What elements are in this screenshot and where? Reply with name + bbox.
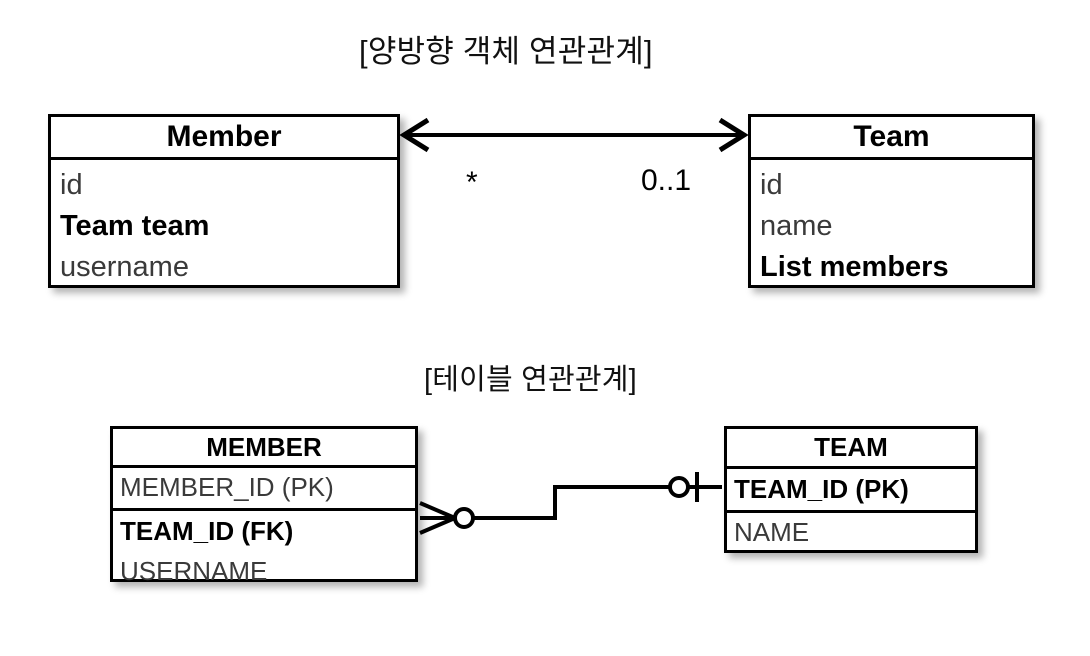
multiplicity-left: * (466, 166, 478, 199)
class-field: id (760, 169, 783, 201)
class-fields-team: id name List members (751, 160, 1032, 288)
table-column: MEMBER_ID (PK) (113, 468, 415, 511)
class-field: name (760, 210, 833, 242)
crowsfoot-many-icon (419, 501, 456, 535)
table-column: USERNAME (120, 556, 268, 586)
class-field: Team team (60, 210, 210, 242)
table-column: TEAM_ID (PK) (727, 469, 975, 513)
class-box-member: Member id Team team username (48, 114, 400, 288)
class-fields-member: id Team team username (51, 160, 397, 288)
relationship-line (472, 485, 670, 520)
object-diagram-title: [양방향 객체 연관관계] (359, 34, 653, 69)
table-box-team: TEAM TEAM_ID (PK) NAME (724, 426, 978, 553)
table-name-team: TEAM (727, 429, 975, 469)
class-field: id (60, 169, 83, 201)
class-name-member: Member (51, 117, 397, 160)
class-field: username (60, 251, 189, 283)
table-columns-team: TEAM_ID (PK) NAME (727, 469, 975, 553)
table-column: TEAM_ID (FK) (120, 516, 294, 546)
arrowhead-right-icon (718, 117, 749, 153)
multiplicity-right: 0..1 (641, 164, 692, 197)
class-box-team: Team id name List members (748, 114, 1035, 288)
table-name-member: MEMBER (113, 429, 415, 468)
cardinality-zero-circle-right-icon (668, 476, 690, 498)
table-column: NAME (734, 517, 810, 547)
cardinality-zero-circle-left-icon (453, 507, 475, 529)
table-diagram-title: [테이블 연관관계] (424, 364, 637, 396)
table-columns-member: MEMBER_ID (PK) TEAM_ID (FK) USERNAME (113, 468, 415, 591)
table-box-member: MEMBER MEMBER_ID (PK) TEAM_ID (FK) USERN… (110, 426, 418, 586)
class-field: List members (760, 251, 949, 283)
class-name-team: Team (751, 117, 1032, 160)
arrowhead-left-icon (399, 117, 430, 153)
